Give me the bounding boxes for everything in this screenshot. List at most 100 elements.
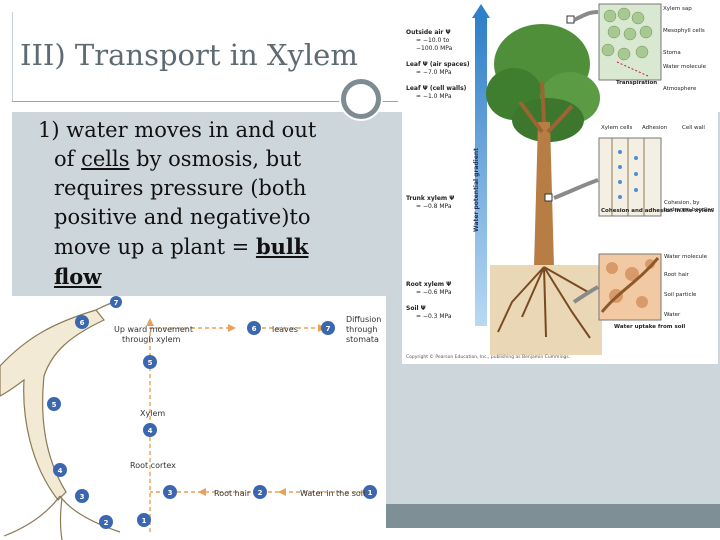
step-number-4: 4 [148, 427, 153, 435]
plant-step-number-4: 4 [58, 467, 63, 475]
leaf-inset-labels: Xylem sap Mesophyll cells Stoma Water mo… [616, 6, 707, 92]
outside-air-value-1: = −10.0 to [416, 37, 450, 44]
plant-step-circle-3 [75, 489, 89, 503]
step-circle-6 [247, 321, 261, 335]
tree-water-potential-figure: Water potential gradient Outside air Ψ =… [402, 2, 718, 364]
leaf-cell-label: Leaf Ψ (cell walls) [406, 85, 467, 92]
copyright-text: Copyright © Pearson Education, Inc., pub… [406, 353, 570, 360]
xylem-label: Xylem [140, 409, 165, 418]
root-value: = −0.6 MPa [416, 289, 452, 296]
outside-air-value-2: −100.0 MPa [416, 45, 453, 52]
plant-step-number-3: 3 [80, 493, 85, 501]
outside-air-label: Outside air Ψ [406, 29, 451, 36]
mesophyll-cells [601, 7, 653, 61]
transpiration-label: Transpiration [616, 80, 657, 86]
step-circle-5 [143, 355, 157, 369]
plant-step-circle-7 [110, 296, 122, 308]
water-molecule-label: Water molecule [663, 64, 707, 70]
body-text-span: of [54, 147, 82, 171]
step-number-7: 7 [326, 325, 331, 333]
plant-stem [0, 309, 105, 501]
xylem-sap-label: Xylem sap [663, 6, 692, 12]
tree-figure-svg: Water potential gradient Outside air Ψ =… [406, 3, 714, 360]
xylem-inset [598, 137, 662, 217]
stomata-label: stomata [346, 335, 379, 344]
body-text-span: by osmosis, but [129, 147, 302, 171]
plant-step-number-1: 1 [142, 517, 147, 525]
diffusion-label: Diffusion [346, 315, 381, 324]
step-numbers: 1 2 3 4 5 6 7 1 2 3 4 5 6 7 [52, 299, 373, 527]
soil-value: = −0.3 MPa [416, 313, 452, 320]
leaf-cell-value: = −1.0 MPa [416, 93, 452, 100]
step-number-3: 3 [168, 489, 173, 497]
tree-trunk [534, 122, 554, 267]
plant-step-number-6: 6 [80, 319, 85, 327]
water-molecule-label-2: Water molecule [664, 254, 708, 260]
water-uptake-label: Water uptake from soil [614, 324, 685, 330]
plant-step-circle-4 [53, 463, 67, 477]
xylem-cells-label: Xylem cells [601, 125, 633, 131]
root-inset-labels: Water molecule Root hair Soil particle W… [614, 254, 708, 330]
footer-strip [386, 504, 720, 528]
plant-step-number-7: 7 [114, 299, 119, 307]
soil-particle-label: Soil particle [664, 292, 697, 298]
zoom-arrow [573, 10, 599, 22]
soil-label: Soil Ψ [406, 305, 426, 312]
step-circle-3 [163, 485, 177, 499]
body-line-5: move up a plant = bulk [38, 232, 338, 262]
cohesion-label-box: Cohesion, by hydrogen bonding [664, 200, 714, 213]
plant-step-number-5: 5 [52, 401, 57, 409]
flow-path [149, 327, 370, 532]
step-circle-7 [321, 321, 335, 335]
step-number-1: 1 [368, 489, 373, 497]
slide-title: III) Transport in Xylem [20, 38, 358, 72]
root-hair-label: Root hair [664, 272, 690, 278]
xylem-inset-labels: Xylem cells Adhesion Cell wall Cohesion … [601, 125, 713, 214]
through-xylem-label: through xylem [122, 335, 181, 344]
upward-movement-label: Up ward movement [114, 325, 193, 334]
zoom-arrow [553, 178, 599, 200]
body-text: 1) water moves in and out of cells by os… [38, 116, 338, 292]
stoma-label: Stoma [663, 50, 681, 56]
step-number-6: 6 [252, 325, 257, 333]
gradient-label: Water potential gradient [473, 148, 480, 232]
body-line-6: flow [38, 262, 338, 292]
trunk-label: Trunk xylem Ψ [406, 195, 454, 202]
xylem-vessels [611, 138, 645, 216]
body-line-4: positive and negative)to [54, 205, 311, 229]
root-hair-label: Root hair [214, 489, 251, 498]
step-circle-1 [363, 485, 377, 499]
transpiration-path [616, 61, 649, 77]
body-bold-term: flow [54, 264, 102, 289]
body-line-2: of cells by osmosis, but [38, 145, 338, 174]
root-cortex-label: Root cortex [130, 461, 176, 470]
tree-roots [497, 266, 591, 339]
tree-branches [518, 81, 574, 134]
atmosphere-label: Atmosphere [663, 86, 697, 92]
tree-illustration [486, 15, 602, 355]
trunk-zoom-box [544, 193, 553, 202]
plant-step-circle-2 [99, 515, 113, 529]
plant-step-circle-6 [75, 315, 89, 329]
water-in-soil-label: Water in the soil [300, 489, 365, 498]
body-line-1: 1) water moves in and out [38, 118, 317, 142]
body-bold-term: bulk [255, 234, 309, 259]
title-rule [12, 101, 398, 102]
plant-step-circle-1 [137, 513, 151, 527]
body-text-span: move up a plant = [54, 235, 256, 259]
water-flow-diagram: 1 2 3 4 5 6 7 1 2 3 4 5 6 7 Water in the… [0, 296, 386, 540]
step-number-2: 2 [258, 489, 263, 497]
leaves-label: leaves [272, 325, 298, 334]
gradient-arrow-shaft [475, 16, 487, 326]
leaf-air-label: Leaf Ψ (air spaces) [406, 61, 470, 68]
water-label: Water [664, 312, 681, 318]
cohesion-adhesion-label: Cohesion and adhesion in the xylem [601, 208, 713, 214]
trunk-value: = −0.8 MPa [416, 203, 452, 210]
tree-canopy [512, 98, 584, 142]
plant-step-number-2: 2 [104, 519, 109, 527]
leaf-zoom-box [566, 15, 575, 24]
soil-particles [606, 259, 655, 308]
step-circle-4 [143, 423, 157, 437]
leaf-air-value: = −7.0 MPa [416, 69, 452, 76]
